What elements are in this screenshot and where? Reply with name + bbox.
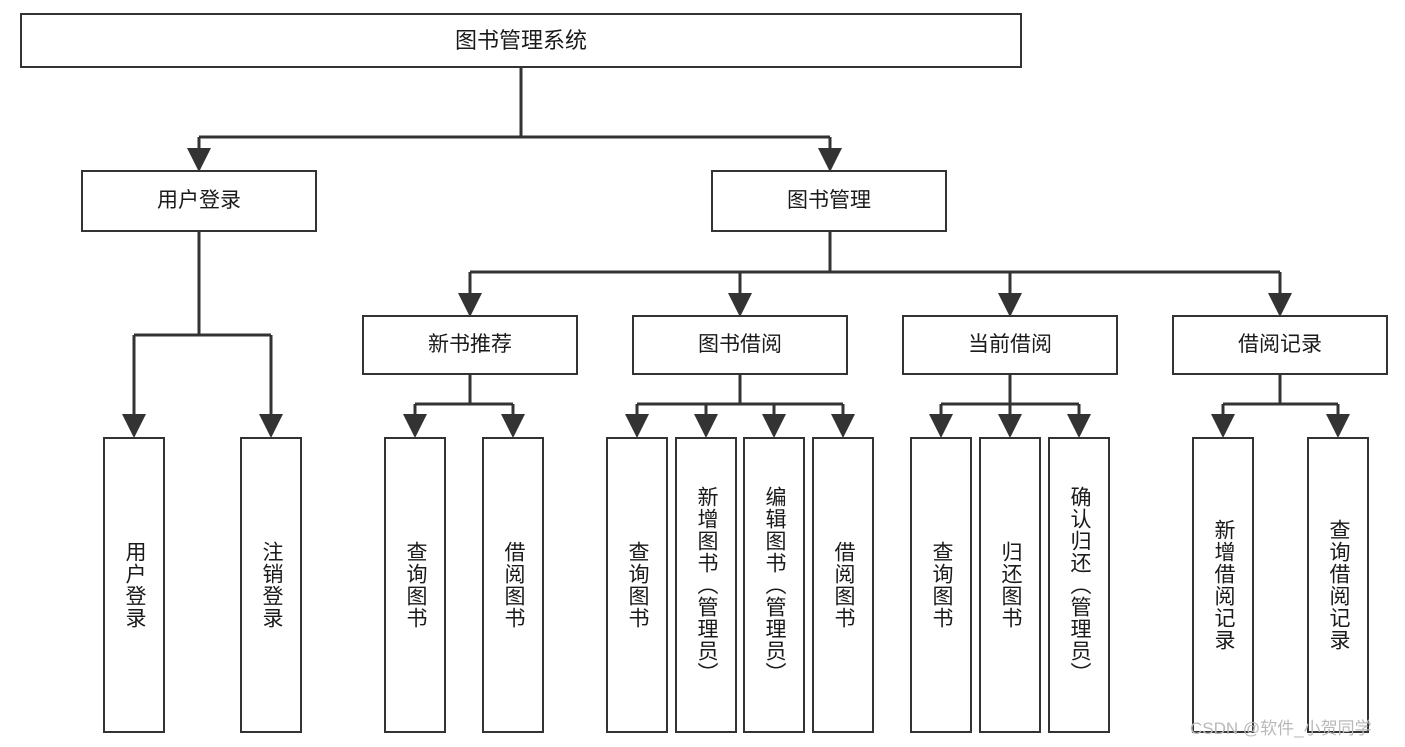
node-leaf-edit-book-label: 编辑图书（管理员） xyxy=(763,486,787,684)
node-current-borrow[interactable]: 当前借阅 xyxy=(902,315,1118,375)
node-leaf-confirm-return[interactable]: 确认归还（管理员） xyxy=(1048,437,1110,733)
node-book-borrow-label: 图书借阅 xyxy=(698,332,782,356)
node-book-borrow[interactable]: 图书借阅 xyxy=(632,315,848,375)
node-user-login[interactable]: 用户登录 xyxy=(81,170,317,232)
node-leaf-borrow-book-1-label: 借阅图书 xyxy=(502,541,526,629)
node-leaf-query-book-2[interactable]: 查询图书 xyxy=(606,437,668,733)
node-leaf-query-book-2-label: 查询图书 xyxy=(626,541,650,629)
node-leaf-add-book-label: 新增图书（管理员） xyxy=(695,486,719,684)
node-leaf-confirm-return-label: 确认归还（管理员） xyxy=(1068,486,1092,684)
node-root-label: 图书管理系统 xyxy=(454,27,587,53)
node-leaf-query-book-1[interactable]: 查询图书 xyxy=(384,437,446,733)
node-book-manage-label: 图书管理 xyxy=(787,188,871,212)
node-leaf-add-book[interactable]: 新增图书（管理员） xyxy=(675,437,737,733)
node-leaf-query-book-3-label: 查询图书 xyxy=(930,541,954,629)
node-leaf-add-record-label: 新增借阅记录 xyxy=(1212,519,1236,651)
csdn-watermark: CSDN @软件_小贺同学 xyxy=(1190,719,1372,738)
node-leaf-query-record[interactable]: 查询借阅记录 xyxy=(1307,437,1369,733)
node-user-login-label: 用户登录 xyxy=(157,188,241,212)
node-leaf-return-book-label: 归还图书 xyxy=(999,541,1023,629)
node-book-manage[interactable]: 图书管理 xyxy=(711,170,947,232)
node-borrow-record-label: 借阅记录 xyxy=(1238,332,1322,356)
node-leaf-add-record[interactable]: 新增借阅记录 xyxy=(1192,437,1254,733)
node-new-book-recommend[interactable]: 新书推荐 xyxy=(362,315,578,375)
node-new-book-recommend-label: 新书推荐 xyxy=(428,332,512,356)
node-leaf-logout-login-label: 注销登录 xyxy=(260,541,284,629)
node-leaf-query-book-1-label: 查询图书 xyxy=(404,541,428,629)
node-root[interactable]: 图书管理系统 xyxy=(20,13,1022,68)
node-leaf-logout-login[interactable]: 注销登录 xyxy=(240,437,302,733)
node-leaf-user-login-label: 用户登录 xyxy=(123,541,147,629)
node-leaf-return-book[interactable]: 归还图书 xyxy=(979,437,1041,733)
node-leaf-borrow-book-2-label: 借阅图书 xyxy=(832,541,856,629)
node-leaf-edit-book[interactable]: 编辑图书（管理员） xyxy=(743,437,805,733)
node-leaf-borrow-book-1[interactable]: 借阅图书 xyxy=(482,437,544,733)
node-leaf-borrow-book-2[interactable]: 借阅图书 xyxy=(812,437,874,733)
node-leaf-query-book-3[interactable]: 查询图书 xyxy=(910,437,972,733)
node-leaf-query-record-label: 查询借阅记录 xyxy=(1327,519,1351,651)
node-current-borrow-label: 当前借阅 xyxy=(968,332,1052,356)
node-borrow-record[interactable]: 借阅记录 xyxy=(1172,315,1388,375)
node-leaf-user-login[interactable]: 用户登录 xyxy=(103,437,165,733)
